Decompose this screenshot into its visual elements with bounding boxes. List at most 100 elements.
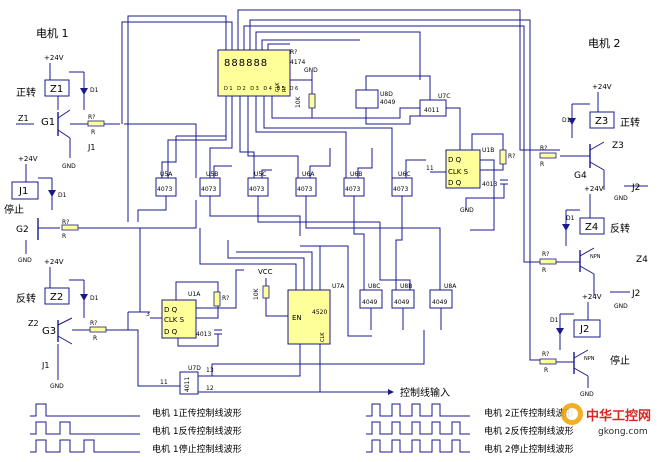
svg-text:3: 3 (146, 311, 150, 318)
gnd-label: GND (62, 163, 76, 170)
relay-z1-label: Z1 (50, 84, 63, 95)
gnd-label: GND (614, 303, 628, 310)
z2-tag-left: Z2 (28, 319, 39, 328)
gate-u6c-4073: U6C 4073 (391, 171, 413, 197)
legend-m2-forward: 电机 2正传控制线波形 (484, 407, 574, 419)
chip-4174-clk: CLK (275, 82, 281, 92)
j1-tag: J1 (87, 143, 95, 152)
chip-4174-label: 4174 (290, 59, 305, 66)
relay-j1-label: J1 (18, 186, 28, 197)
resistor-r-m1s: R (62, 233, 66, 240)
resistor-r-tag-u1a: R? (222, 295, 229, 302)
motor1-stop-stage: +24V J1 D1 停止 G2 R? R GND (4, 155, 140, 264)
gate-u5a-4073: U5A 4073 (155, 171, 177, 197)
chip-u6a-ref: U6A (302, 171, 315, 178)
chip-u1a-ref: U1A (188, 291, 201, 298)
svg-text:888888: 888888 (224, 58, 268, 69)
chip-u7a-4520: EN 4520 CLK U7A (287, 283, 345, 345)
z1-tag-left: Z1 (18, 114, 29, 123)
chip-u8d-4049: U8D 4049 (355, 89, 395, 109)
motor2-reverse-stage: +24V Z4 D1 反转 NPN R? R Z4 J2 GND (539, 185, 648, 310)
gate-u8a-4049: U8A 4049 (429, 283, 457, 309)
chip-u8a-ref: U8A (444, 283, 457, 290)
relay-z4 (579, 217, 605, 235)
diode-label: D1 (58, 192, 67, 199)
chip-u7c-label: 4011 (424, 107, 439, 114)
vcc24-label: +24V (44, 258, 64, 266)
diode-label: D1 (562, 117, 571, 124)
chip-u1a-clk: CLK S (164, 316, 185, 324)
chip-u7a-clk: CLK (320, 332, 326, 342)
diode-d1-m1s (48, 190, 56, 197)
watermark-url: gkong.com (598, 427, 648, 437)
transistor-g3-label: G3 (42, 326, 56, 337)
relay-z3 (589, 111, 615, 129)
diode-label: D1 (90, 87, 99, 94)
resistor-r-tag-m1r: R? (90, 320, 97, 327)
resistor-r-tag-m1s: R? (62, 219, 69, 226)
chip-u5a-label: 4073 (157, 186, 172, 193)
relay-z3-label: Z3 (595, 116, 608, 127)
gnd-label: GND (580, 391, 594, 398)
resistor-10k-top: 10K (295, 95, 302, 108)
chip-u8b-ref: U8B (400, 283, 412, 290)
chip-u7a-ref: U7A (332, 283, 345, 290)
resistor-r-tag-m2f: R? (540, 145, 547, 152)
resistor-m1s (61, 224, 79, 231)
chip-u5a-ref: U5A (160, 171, 173, 178)
resistor-r-tag-u1b: R? (508, 153, 515, 160)
legend-m2-reverse: 电机 2反传控制线波形 (484, 425, 574, 437)
chip-u6a-label: 4073 (297, 186, 312, 193)
gnd-label: GND (304, 67, 318, 74)
resistor-r-tag-m2s: R? (542, 351, 549, 358)
diode-d1-m1r (80, 294, 88, 301)
legend-m1-reverse: 电机 1反传控制线波形 (152, 425, 242, 437)
motor1-title: 电机 1 (36, 26, 69, 40)
waveform-legend-m2: 电机 2正传控制线波形 电机 2反传控制线波形 电机 2停止控制线波形 (366, 403, 574, 455)
reverse-label-m2: 反转 (610, 222, 630, 235)
relay-z1 (44, 79, 70, 97)
control-input-label: 控制线输入 (400, 386, 450, 399)
legend-m1-forward: 电机 1正传控制线波形 (152, 407, 242, 419)
relay-j1 (11, 181, 39, 200)
motor2-forward-stage: +24V Z3 D1 正转 Z3 R? R G4 J2 GND (539, 83, 648, 202)
vcc-label: VCC (258, 268, 273, 276)
reverse-label-m1: 反转 (16, 292, 36, 305)
watermark-logo: 中华工控网 gkong.com (561, 403, 651, 437)
chip-u7c-ref: U7C (438, 93, 450, 100)
relay-z2-label: Z2 (50, 292, 63, 303)
resistor-m1f (87, 120, 105, 127)
chip-u8c-label: 4049 (362, 299, 377, 306)
gnd-label: GND (18, 257, 32, 264)
stop-label-m1: 停止 (4, 203, 24, 216)
z4-tag-right: Z4 (636, 255, 648, 265)
legend-m2-stop: 电机 2停止控制线波形 (484, 443, 574, 455)
resistor-m1r (89, 326, 107, 333)
chip-4174: 888888 D1 D2 D3 D4 D5 D6 CLK R? 4174 R? (217, 49, 305, 97)
z3-tag-right: Z3 (612, 141, 624, 151)
resistor-10k-mid: 10K (253, 287, 260, 300)
svg-text:D Q: D Q (164, 328, 178, 336)
resistor-r-tag-m2r: R? (542, 251, 549, 258)
chip-4174-rst: R? (282, 86, 288, 92)
j2-tag-top: J2 (631, 183, 640, 193)
chip-u8d-ref: U8D (380, 91, 393, 98)
vcc24-label: +24V (592, 83, 612, 91)
svg-text:12: 12 (206, 385, 214, 392)
transistor-g1-label: G1 (41, 117, 55, 128)
chip-u6b-label: 4073 (345, 186, 360, 193)
chip-u7d-ref: U7D (188, 365, 201, 372)
resistor-r-m1f: R (91, 129, 95, 136)
chip-u7a-label: 4520 (312, 309, 327, 316)
chip-u8c-ref: U8C (368, 283, 380, 290)
svg-text:D1 D2 D3 D4 D5 D6: D1 D2 D3 D4 D5 D6 (224, 86, 300, 92)
chip-4174-ref: R? (290, 49, 297, 56)
resistor-r-m2r: R (542, 267, 546, 274)
chip-u6b-ref: U6B (350, 171, 362, 178)
chip-u1a-4013: D Q CLK S D Q U1A 4013 (161, 291, 211, 339)
forward-label-m1: 正转 (16, 86, 36, 99)
diode-d1-m1f (80, 88, 88, 95)
chip-u8a-label: 4049 (432, 299, 447, 306)
